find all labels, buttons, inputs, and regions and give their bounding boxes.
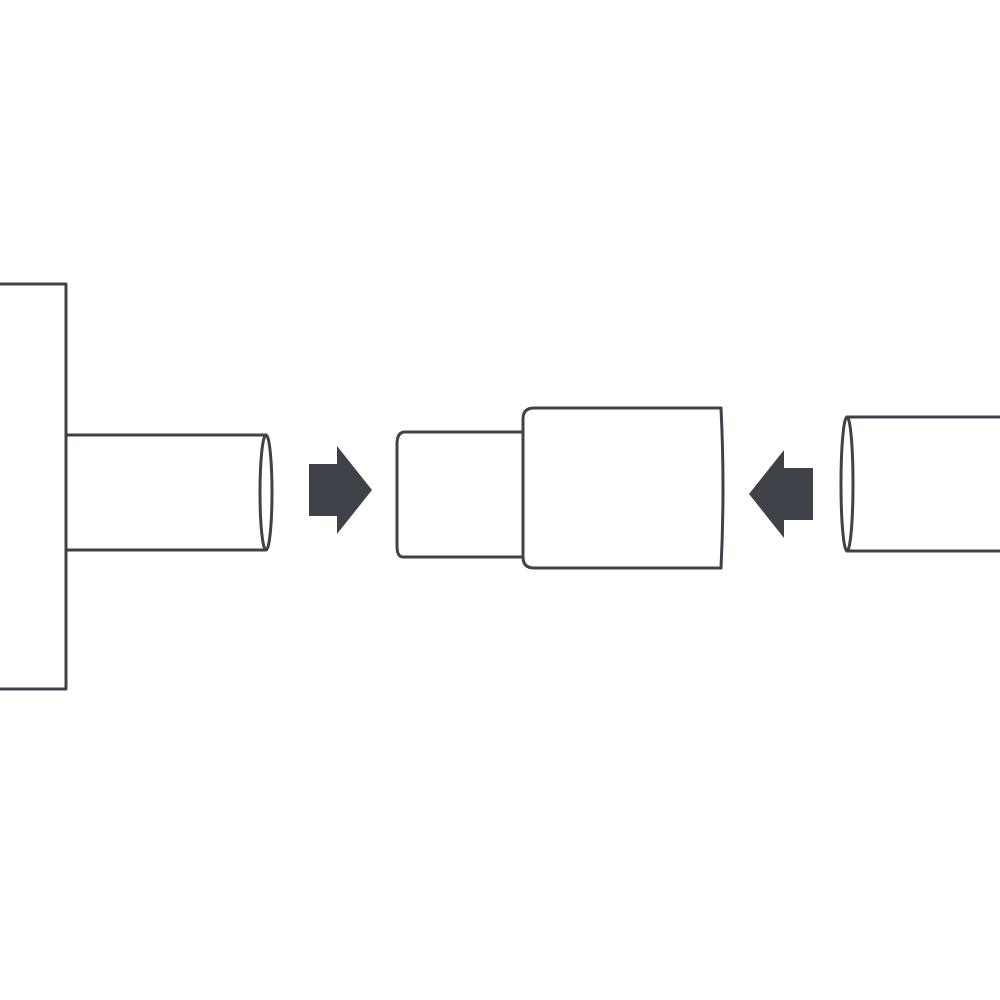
- wall-flange: [0, 282, 68, 691]
- hose-pipe: [839, 415, 1000, 553]
- wall-pipe-open-end: [258, 433, 274, 552]
- right-arrow-icon: [309, 446, 372, 534]
- wall-pipe: [64, 433, 274, 552]
- reducer-coupling: [395, 406, 725, 570]
- reducer-large-end: [521, 406, 725, 570]
- reducer-small-end: [395, 430, 525, 559]
- hose-pipe-open-end: [839, 415, 855, 553]
- left-arrow-icon: [749, 450, 813, 538]
